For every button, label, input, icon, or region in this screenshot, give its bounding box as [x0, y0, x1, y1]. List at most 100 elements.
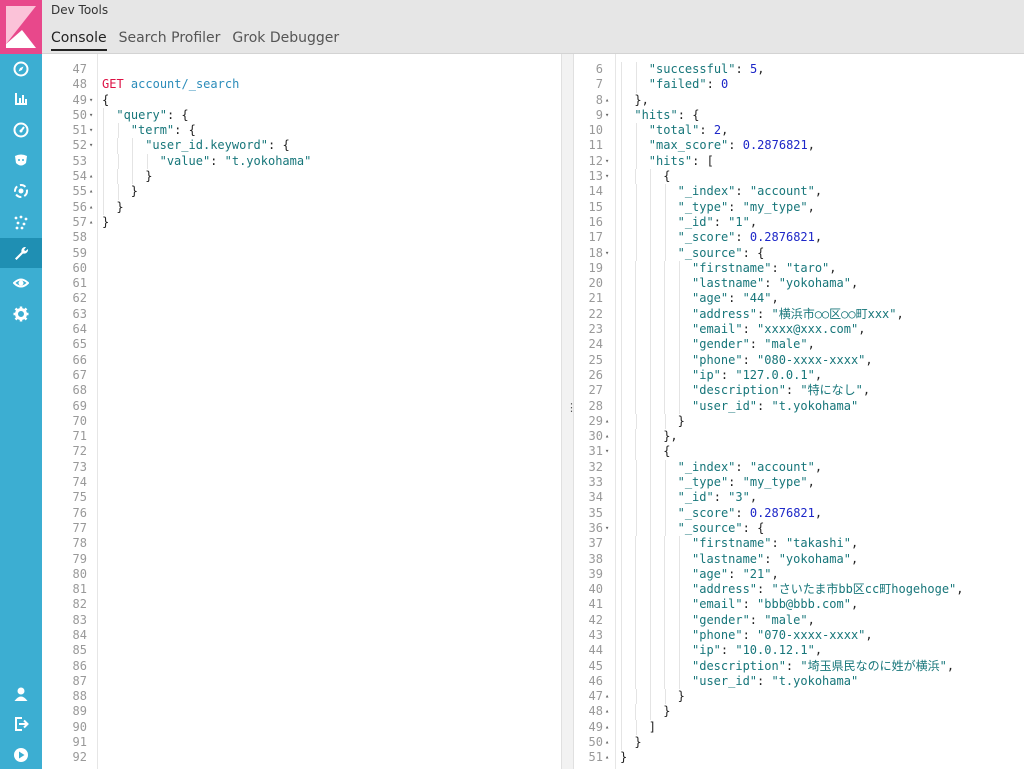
fold-expanded-icon[interactable]: ▾: [89, 126, 94, 135]
line-number: 72: [72, 444, 87, 459]
fold-expanded-icon[interactable]: ▾: [605, 110, 610, 119]
fold-collapse-icon[interactable]: ▴: [605, 432, 610, 441]
indent-guide: [621, 658, 622, 674]
indent-guide: [678, 291, 680, 307]
fold-expanded-icon[interactable]: ▾: [605, 156, 610, 165]
token-punc: : {: [742, 245, 765, 260]
line-number: 83: [72, 612, 87, 627]
tab-search-profiler[interactable]: Search Profiler: [118, 30, 221, 46]
response-line: 35"_score": 0.2876821,: [574, 505, 1024, 521]
indent-guide: [621, 322, 622, 338]
fold-expanded-icon[interactable]: ▾: [605, 447, 610, 456]
indent-guide: [621, 459, 623, 476]
indent-guide: [649, 306, 651, 323]
drag-handle-icon[interactable]: ⋮: [566, 401, 577, 414]
nav-item-collapse[interactable]: [0, 740, 42, 770]
nav-item-visualize[interactable]: [0, 84, 42, 114]
line-number: 59: [72, 245, 87, 260]
token-punc: :: [706, 77, 722, 92]
nav-item-discover[interactable]: [0, 54, 42, 84]
fold-expanded-icon[interactable]: ▾: [89, 95, 94, 104]
indent-guide: [621, 398, 622, 414]
indent-guide: [664, 260, 666, 277]
fold-collapse-icon[interactable]: ▴: [89, 202, 94, 211]
fold-expanded-icon[interactable]: ▾: [89, 141, 94, 150]
fold-collapse-icon[interactable]: ▴: [605, 692, 610, 701]
fold-collapse-icon[interactable]: ▴: [605, 95, 610, 104]
indent-guide: [650, 475, 652, 491]
token-punc: }: [634, 735, 642, 750]
code-text: "user_id.keyword": {: [145, 138, 290, 153]
indent-guide: [650, 214, 652, 231]
nav-item-dashboard[interactable]: [0, 115, 42, 145]
token-str: "my_type": [742, 475, 808, 490]
line-number: 88: [72, 689, 87, 704]
fold-expanded-icon[interactable]: ▾: [89, 110, 94, 119]
token-str: "44": [742, 291, 772, 306]
token-str: "特になし": [800, 383, 863, 398]
token-punc: ,: [850, 551, 859, 566]
indent-guide: [649, 658, 651, 674]
request-line: 92: [42, 750, 561, 765]
token-key: "failed": [648, 77, 707, 92]
code-text: "ip": "127.0.0.1",: [692, 368, 822, 383]
indent-guide: [664, 551, 666, 567]
indent-guide: [620, 429, 622, 445]
nav-item-logout[interactable]: [0, 709, 42, 739]
nav-item-apm[interactable]: [0, 176, 42, 206]
fold-collapse-icon[interactable]: ▴: [605, 722, 610, 731]
token-punc: ,: [956, 582, 964, 597]
kibana-logo[interactable]: [0, 0, 42, 54]
fold-expanded-icon[interactable]: ▾: [605, 172, 610, 181]
request-line: 62: [42, 291, 561, 306]
indent-guide: [649, 337, 651, 353]
fold-collapse-icon[interactable]: ▴: [605, 707, 610, 716]
nav-item-monitoring[interactable]: [0, 268, 42, 298]
line-number: 32: [588, 459, 603, 474]
line-number: 12: [588, 153, 603, 168]
indent-guide: [649, 291, 651, 307]
indent-guide: [621, 184, 623, 200]
token-str: "bbb@bbb.com": [757, 597, 851, 612]
fold-collapse-icon[interactable]: ▴: [89, 187, 94, 196]
token-punc: :: [764, 551, 779, 566]
line-number: 44: [588, 643, 603, 658]
nav-item-timelion[interactable]: [0, 146, 42, 176]
token-key: "value": [159, 153, 211, 168]
pane-resizer[interactable]: ⋮: [561, 54, 577, 769]
fold-collapse-icon[interactable]: ▴: [605, 753, 610, 762]
indent-guide: [678, 306, 680, 323]
request-line: 72: [42, 444, 561, 459]
nav-item-user[interactable]: [0, 679, 42, 709]
tab-grok-debugger[interactable]: Grok Debugger: [232, 30, 340, 46]
fold-expanded-icon[interactable]: ▾: [605, 523, 610, 532]
response-line: 12▾"hits": [: [574, 153, 1024, 170]
code-text: {: [102, 93, 109, 108]
indent-guide: [621, 306, 622, 323]
fold-collapse-icon[interactable]: ▴: [89, 217, 94, 226]
line-number: 56: [72, 199, 87, 214]
nav-item-management[interactable]: [0, 299, 42, 329]
nav-item-dev-tools[interactable]: [0, 238, 42, 268]
token-punc: ,: [896, 306, 904, 321]
response-line: 47▴}: [574, 689, 1024, 705]
response-line: 11"max_score": 0.2876821,: [574, 138, 1024, 154]
response-line: 27"description": "特になし",: [574, 383, 1024, 399]
code-text: "term": {: [131, 123, 196, 138]
fold-collapse-icon[interactable]: ▴: [605, 738, 610, 747]
token-key: "lastname": [692, 551, 765, 566]
fold-collapse-icon[interactable]: ▴: [89, 172, 94, 181]
tab-console[interactable]: Console: [51, 30, 107, 51]
fold-expanded-icon[interactable]: ▾: [605, 248, 610, 257]
response-line: 46"user_id": "t.yokohama": [574, 673, 1024, 690]
nav-item-graph[interactable]: [0, 207, 42, 237]
token-punc: :: [735, 184, 750, 199]
code-text: }: [663, 704, 670, 719]
line-number: 52: [72, 138, 87, 153]
fold-collapse-icon[interactable]: ▴: [605, 416, 610, 425]
indent-guide: [635, 597, 637, 613]
line-number: 58: [72, 230, 87, 245]
